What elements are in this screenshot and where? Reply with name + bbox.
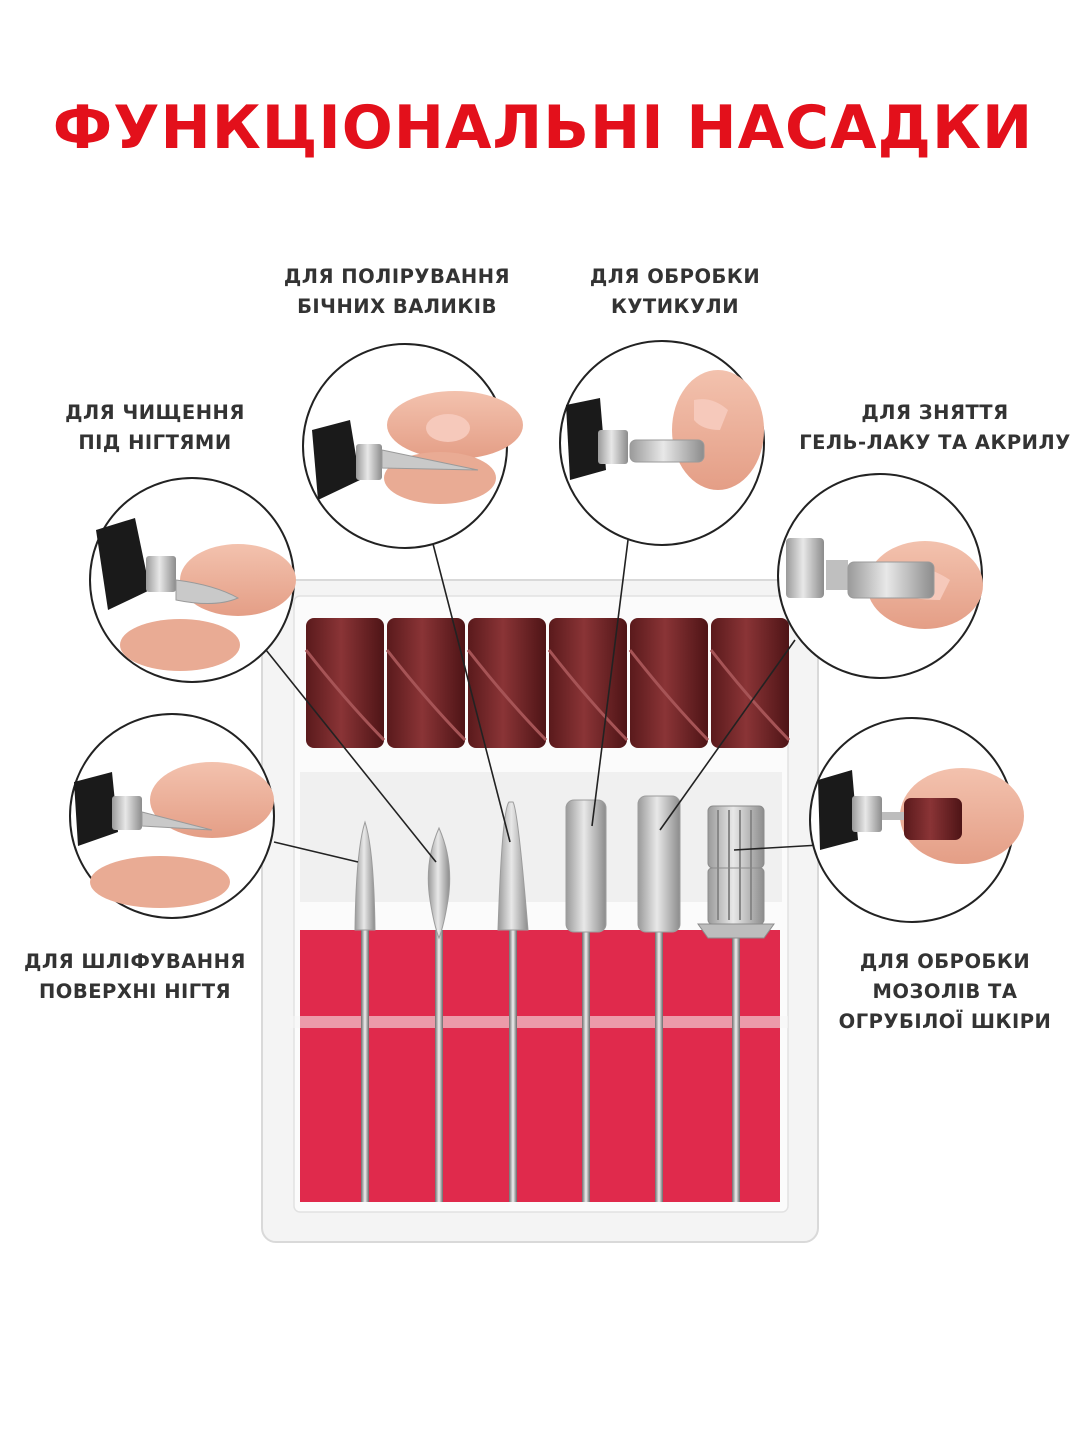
label-surface-sanding: ДЛЯ ШЛІФУВАННЯ ПОВЕРХНІ НІГТЯ	[10, 947, 260, 1007]
sanding-band-icon	[385, 618, 467, 748]
sanding-band-icon	[709, 618, 791, 748]
drill-bit-shank	[732, 930, 740, 1202]
drill-bit-shank	[435, 930, 443, 1202]
sanding-band-icon	[628, 618, 710, 748]
label-calluses: ДЛЯ ОБРОБКИ МОЗОЛІВ ТА ОГРУБІЛОЇ ШКІРИ	[810, 947, 1080, 1037]
callout-circle-polishing	[302, 343, 523, 549]
sanding-bands	[304, 618, 791, 748]
drill-bit-icon	[354, 820, 376, 931]
sanding-band-icon	[304, 618, 386, 748]
drill-bit-icon	[697, 805, 775, 939]
callout-lines	[257, 539, 821, 863]
label-gel-removal-line-2: ГЕЛЬ-ЛАКУ ТА АКРИЛУ	[799, 431, 1071, 454]
label-cuticle-line-2: КУТИКУЛИ	[610, 295, 740, 318]
page-title: ФУНКЦІОНАЛЬНІ НАСАДКИ	[52, 93, 1034, 163]
drill-bit-icon	[427, 826, 451, 940]
label-gel-removal-line-1: ДЛЯ ЗНЯТТЯ	[861, 401, 1009, 424]
callout-circle-cuticle	[559, 340, 765, 546]
callout-circle-under-nail	[89, 477, 296, 683]
label-gel-removal: ДЛЯ ЗНЯТТЯ ГЕЛЬ-ЛАКУ ТА АКРИЛУ	[790, 398, 1080, 458]
label-calluses-line-1: ДЛЯ ОБРОБКИ	[859, 950, 1031, 973]
label-calluses-line-2: МОЗОЛІВ ТА	[872, 980, 1018, 1003]
callout-circle-gel-removal	[777, 473, 983, 679]
felt-pad	[300, 930, 780, 1202]
label-cuticle: ДЛЯ ОБРОБКИ КУТИКУЛИ	[560, 262, 790, 322]
drill-bit-icon	[565, 799, 607, 933]
label-surface-sanding-line-2: ПОВЕРХНІ НІГТЯ	[38, 980, 232, 1003]
sanding-band-icon	[547, 618, 629, 748]
label-under-nail-line-1: ДЛЯ ЧИЩЕННЯ	[65, 401, 245, 424]
label-calluses-line-3: ОГРУБІЛОЇ ШКІРИ	[838, 1010, 1052, 1033]
label-under-nail-line-2: ПІД НІГТЯМИ	[78, 431, 232, 454]
label-polishing: ДЛЯ ПОЛІРУВАННЯ БІЧНИХ ВАЛИКІВ	[262, 262, 532, 322]
label-under-nail: ДЛЯ ЧИЩЕННЯ ПІД НІГТЯМИ	[40, 398, 270, 458]
label-polishing-line-1: ДЛЯ ПОЛІРУВАННЯ	[283, 265, 511, 288]
drill-bit-shank	[361, 930, 369, 1202]
sanding-band-icon	[466, 618, 548, 748]
drill-bit-shank	[582, 930, 590, 1202]
drill-bit-shank	[655, 930, 663, 1202]
label-surface-sanding-line-1: ДЛЯ ШЛІФУВАННЯ	[24, 950, 246, 973]
label-polishing-line-2: БІЧНИХ ВАЛИКІВ	[297, 295, 497, 318]
drill-bit-icon	[637, 795, 681, 933]
felt-pad-strip	[290, 1016, 788, 1028]
callout-circle-surface-sanding	[69, 713, 275, 919]
label-cuticle-line-1: ДЛЯ ОБРОБКИ	[589, 265, 761, 288]
drill-bit-shank	[509, 930, 517, 1202]
callout-circle-calluses	[809, 717, 1024, 923]
